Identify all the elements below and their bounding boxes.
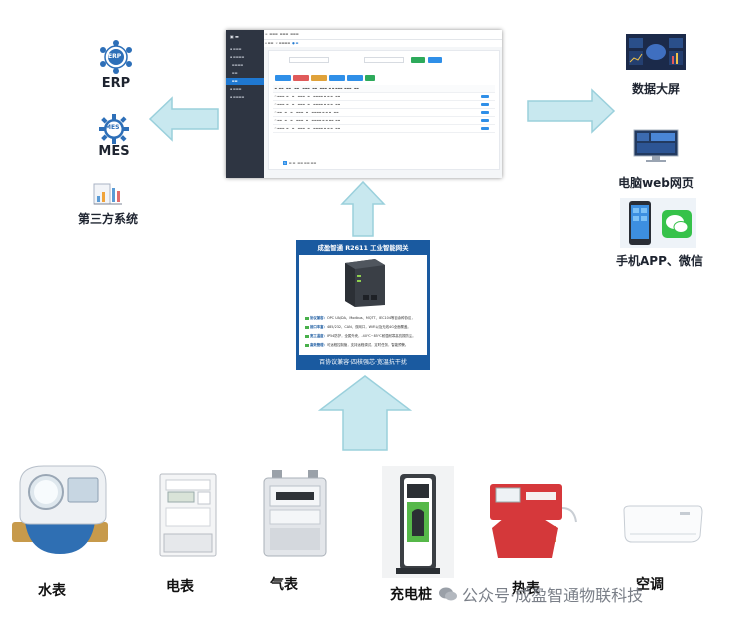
dashboard-table-row: ▫ ▬▬▬ ▬ ▬ ▬▬▬ ▬ ▬▬▬▬ ▬ ▬ ▬ ▬▬: [273, 101, 495, 109]
phone-icon: [629, 201, 651, 245]
dashboard-table-row: ▫ ▬▬ ▬ ▬ ▬▬▬ ▬ ▬▬▬▬ ▬ ▬ ▬▬ ▬▬: [273, 117, 495, 125]
dashboard-action-button: [311, 75, 327, 81]
air-conditioner-icon: [623, 505, 703, 543]
erp-icon-text: ERP: [108, 53, 122, 60]
app-label: 手机APP、微信: [616, 254, 703, 268]
dashboard-sidebar: ▣ ▬ ▪ ▬▬▬ ▪ ▬▬▬▬ ▬▬▬▬ ▬▬ ▬▬ ▪ ▬▬▬ ▪ ▬▬▬▬: [226, 30, 264, 178]
wechat-watermark-icon: [439, 587, 457, 601]
third-party-icon: [93, 183, 122, 205]
dashboard-topbar: ≡ ▬▬▬ ▬▬▬ ▬▬▬: [264, 30, 502, 40]
heat-meter-icon: [490, 484, 577, 558]
third-party-block: 第三方系统: [76, 180, 140, 228]
gateway-panel: 协议兼容：OPC UA/DA、Modbus、MQTT、IEC104等百余种协议，…: [299, 255, 427, 355]
charging-pile-icon: [382, 466, 454, 578]
dashboard-action-button: [293, 75, 309, 81]
gas-meter-icon: [263, 470, 327, 557]
gateway-feature: 宽工温度：IP54防护，全属外壳，-40℃~85℃耐湿耐寒高抗振防尘。: [305, 333, 416, 338]
arrow-up-top: [340, 180, 386, 237]
third-party-label: 第三方系统: [77, 212, 138, 226]
app-block: 手机APP、微信: [616, 196, 703, 268]
gateway-device-image: [345, 259, 385, 307]
dashboard-nav-item: ▪ ▬▬▬▬: [230, 95, 245, 99]
dashboard-nav-item: ▪ ▬▬▬: [230, 87, 242, 91]
gateway-footer: 百协议兼容·四核强芯·宽温抗干扰: [319, 359, 407, 366]
dashboard-table-row: ▫ ▬▬ ▬ ▬ ▬▬▬ ▬ ▬▬▬▬ ▬ ▬ ▬ ▬▬: [273, 109, 495, 117]
dashboard-action-button: [347, 75, 363, 81]
dashboard-nav-item: ▬▬: [230, 71, 238, 75]
web-block: 电脑web网页: [616, 128, 696, 192]
dashboard-nav-item: ▪ ▬▬▬▬: [230, 55, 245, 59]
mes-icon: [99, 114, 129, 144]
arrow-up-bottom: [318, 375, 412, 451]
mes-icon-text: MES: [105, 124, 120, 131]
erp-block: ERP ERP: [92, 38, 140, 92]
dashboard-pagination: 1 ▬ ▬ ▬▬ ▬▬ ▬▬: [283, 161, 317, 165]
big-screen-label: 数据大屏: [631, 82, 680, 96]
dashboard-reset-button: [428, 57, 442, 63]
water-meter-icon: [12, 465, 108, 554]
charging-pile-label: 充电桩: [390, 587, 432, 603]
dashboard-filter-input: [364, 57, 404, 63]
gateway-feature: 接口丰富：485/232、CAN、双网口，WiFi以及无线4G全面覆盖。: [305, 324, 411, 329]
dashboard-action-button: [275, 75, 291, 81]
gas-meter-label: 气表: [270, 577, 298, 593]
dashboard-table-card: ▬ ▬▬ ▬▬ ▬▬ ▬▬▬ ▬▬ ▬▬▬ ▬ ▬ ▬▬▬ ▬▬▬ ▬▬ ▫ ▬…: [268, 50, 500, 170]
watermark-text: 公众号·成盈智通物联科技: [462, 586, 644, 605]
mes-block: MES MES: [90, 112, 138, 162]
gateway-feature: 高效管理：可远程控制管，支持远程调试，定时任务，智能预警。: [305, 342, 408, 347]
arrow-right: [527, 88, 616, 134]
dashboard-filter-input: [289, 57, 329, 63]
watermark: 公众号·成盈智通物联科技: [438, 582, 730, 606]
dashboard-table-row: ▫ ▬▬▬ ▬ ▬ ▬▬▬ ▬ ▬▬▬▬ ▬ ▬ ▬ ▬▬: [273, 125, 495, 133]
dashboard-nav-item: ▪ ▬▬▬: [230, 47, 242, 51]
electric-meter-label: 电表: [166, 579, 194, 595]
arrow-left: [148, 96, 219, 142]
dashboard-search-button: [411, 57, 425, 63]
erp-label: ERP: [101, 76, 131, 91]
erp-icon: [100, 40, 132, 74]
big-screen-icon: [626, 34, 686, 70]
dashboard-tabs: ⌂ ▬▬ × ▬▬▬▬ ● ▬: [264, 40, 502, 47]
electric-meter-icon: [159, 473, 217, 557]
dashboard-nav-item: ▬▬▬▬: [230, 63, 244, 67]
wechat-icon: [662, 210, 692, 238]
water-meter-label: 水表: [38, 583, 66, 599]
dashboard-screenshot: ▣ ▬ ▪ ▬▬▬ ▪ ▬▬▬▬ ▬▬▬▬ ▬▬ ▬▬ ▪ ▬▬▬ ▪ ▬▬▬▬…: [226, 30, 502, 178]
dashboard-action-button: [365, 75, 375, 81]
heat-meter-label: 热表: [512, 581, 540, 597]
dashboard-main: ≡ ▬▬▬ ▬▬▬ ▬▬▬ ⌂ ▬▬ × ▬▬▬▬ ● ▬ ▬ ▬▬ ▬▬ ▬▬…: [264, 30, 502, 178]
dashboard-logo: ▣ ▬: [230, 34, 239, 39]
mes-label: MES: [98, 144, 130, 159]
gateway-feature: 协议兼容：OPC UA/DA、Modbus、MQTT、IEC104等百余种协议，: [305, 315, 415, 320]
gateway-card: 成盈智通 R2611 工业智能网关 协议兼容：OPC UA/DA、Modbus、…: [296, 240, 430, 370]
dashboard-table-row: ▫ ▬▬▬ ▬ ▬ ▬▬▬ ▬ ▬▬▬▬ ▬ ▬ ▬ ▬▬: [273, 93, 495, 101]
computer-icon: [633, 129, 679, 162]
air-conditioner-label: 空调: [636, 577, 664, 593]
dashboard-action-button: [329, 75, 345, 81]
dashboard-nav-item-active: ▬▬: [226, 78, 264, 85]
big-screen-block: 数据大屏: [616, 24, 696, 104]
web-label: 电脑web网页: [618, 176, 694, 190]
dashboard-table-header: ▬ ▬▬ ▬▬ ▬▬ ▬▬▬ ▬▬ ▬▬▬ ▬ ▬ ▬▬▬ ▬▬▬ ▬▬: [273, 85, 495, 93]
gateway-title: 成盈智通 R2611 工业智能网关: [317, 244, 409, 252]
